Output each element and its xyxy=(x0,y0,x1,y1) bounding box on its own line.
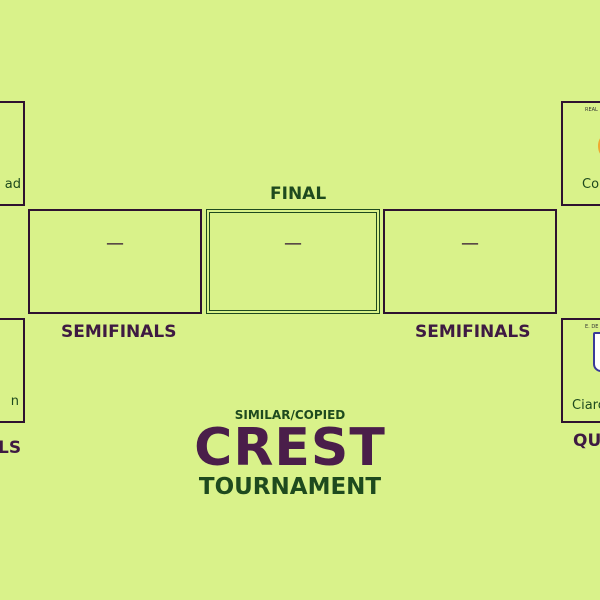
team-name: n xyxy=(10,394,19,409)
semifinal-value: — xyxy=(461,233,479,254)
title-sub: TOURNAMENT xyxy=(198,474,382,500)
semifinals-label-right: SEMIFINALS xyxy=(415,322,531,342)
title-block: SIMILAR/COPIED CREST TOURNAMENT xyxy=(180,408,400,500)
team-name: ad xyxy=(4,177,21,192)
quarterfinal-box-left-bottom: n xyxy=(0,318,25,423)
title-main: CREST xyxy=(194,418,386,478)
team-header: REAL xyxy=(585,107,598,113)
quarterfinals-label-right: QU xyxy=(573,431,600,451)
team-name: Ciarc xyxy=(572,398,600,413)
team-name: Co xyxy=(582,177,600,192)
team-header: E. DE xyxy=(585,324,599,330)
quarterfinal-box-left-top: ad xyxy=(0,101,25,206)
quarterfinals-label-left: LS xyxy=(0,438,22,458)
final-value: — xyxy=(284,233,302,254)
title-pre: SIMILAR/COPIED xyxy=(234,408,346,422)
final-box: — xyxy=(206,209,380,314)
crest-icon xyxy=(593,332,600,372)
quarterfinal-box-right-bottom: E. DE Ciarc xyxy=(561,318,600,423)
final-label: FINAL xyxy=(270,184,327,204)
crest-icon xyxy=(598,135,600,157)
semifinals-label-left: SEMIFINALS xyxy=(61,322,177,342)
quarterfinal-box-right-top: REAL Co xyxy=(561,101,600,206)
semifinal-box-right: — xyxy=(383,209,557,314)
semifinal-box-left: — xyxy=(28,209,202,314)
semifinal-value: — xyxy=(106,233,124,254)
